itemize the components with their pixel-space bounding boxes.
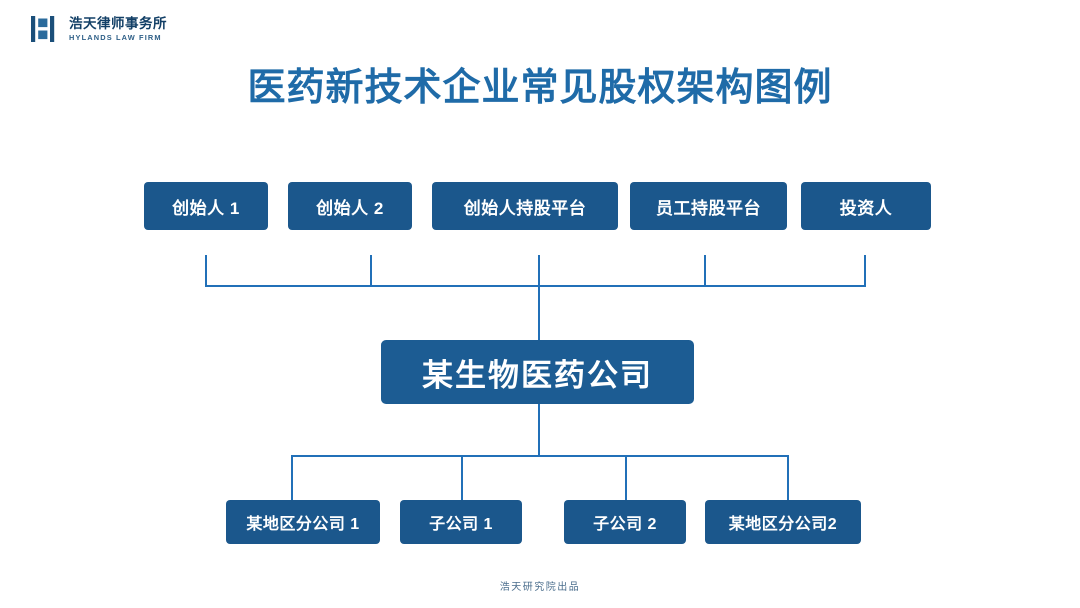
brand-wordmark: 浩天律师事务所 HYLANDS LAW FIRM: [69, 17, 167, 41]
connector-subsidiary-1-stub: [461, 455, 463, 500]
node-founder-2[interactable]: 创始人 2: [288, 182, 412, 230]
connector-bus-to-company: [538, 285, 540, 341]
connector-founder-platform-stub: [538, 255, 540, 286]
footer-credit: 浩天研究院出品: [499, 582, 581, 593]
node-employee-holding-platform[interactable]: 员工持股平台: [630, 182, 787, 230]
node-founder-holding-platform[interactable]: 创始人持股平台: [432, 182, 618, 230]
connector-branch-1-stub: [291, 455, 293, 500]
node-regional-branch-2[interactable]: 某地区分公司2: [705, 500, 861, 544]
node-investor[interactable]: 投资人: [801, 182, 931, 230]
connector-founder-1-stub: [205, 255, 207, 286]
brand-logo: 浩天律师事务所 HYLANDS LAW FIRM: [30, 14, 167, 44]
connector-subsidiary-bus: [291, 455, 787, 457]
node-parent-company[interactable]: 某生物医药公司: [381, 340, 694, 404]
connector-employee-platform-stub: [704, 255, 706, 286]
node-regional-branch-1[interactable]: 某地区分公司 1: [226, 500, 380, 544]
connector-company-to-bus: [538, 404, 540, 456]
page-title: 医药新技术企业常见股权架构图例: [247, 67, 833, 109]
node-founder-1[interactable]: 创始人 1: [144, 182, 268, 230]
node-subsidiary-2[interactable]: 子公司 2: [564, 500, 686, 544]
hylands-h-mark-icon: [31, 16, 55, 42]
connector-branch-2-stub: [787, 455, 789, 500]
node-subsidiary-1[interactable]: 子公司 1: [400, 500, 522, 544]
connector-subsidiary-2-stub: [625, 455, 627, 500]
brand-name-cn: 浩天律师事务所: [69, 16, 167, 32]
connector-shareholder-bus: [205, 285, 866, 287]
connector-investor-stub: [864, 255, 866, 286]
brand-name-en: HYLANDS LAW FIRM: [69, 32, 162, 42]
connector-founder-2-stub: [370, 255, 372, 286]
